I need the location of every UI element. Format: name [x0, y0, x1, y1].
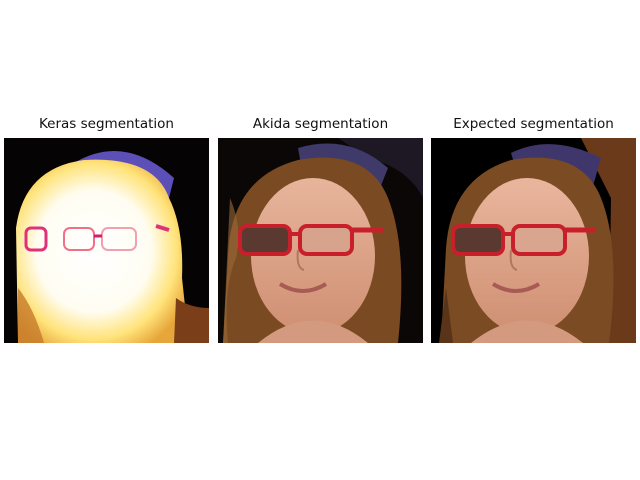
- expected-panel-title: Expected segmentation: [453, 116, 614, 132]
- akida-panel-title: Akida segmentation: [252, 116, 389, 132]
- keras-segmentation-image: [4, 138, 209, 343]
- keras-panel-title: Keras segmentation: [39, 116, 174, 132]
- expected-segmentation-image: [431, 138, 636, 343]
- akida-segmentation-image: [218, 138, 423, 343]
